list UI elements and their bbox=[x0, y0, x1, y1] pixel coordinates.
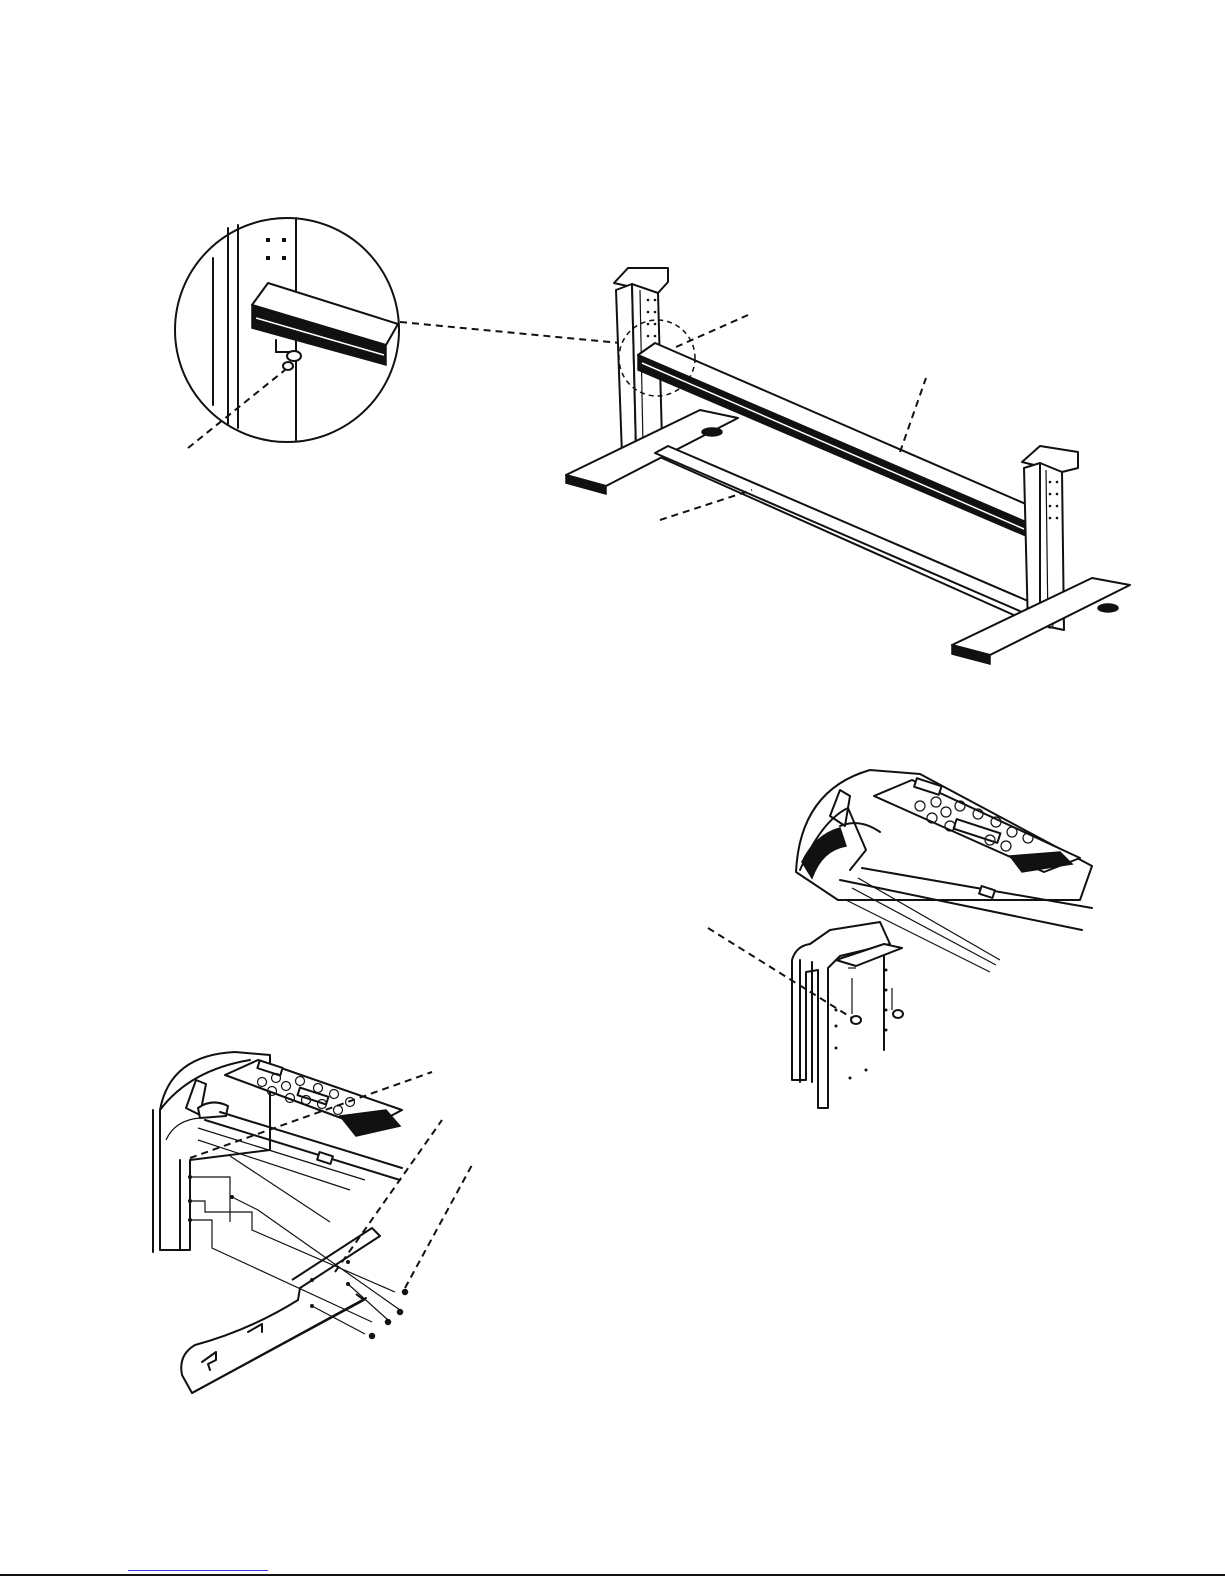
bracket-leader-line-2 bbox=[335, 1120, 442, 1272]
bracket-leader-line-3 bbox=[405, 1165, 472, 1288]
lower-crossbar bbox=[655, 446, 1035, 620]
bolt-leader-line bbox=[676, 315, 748, 347]
detail-crossbar bbox=[252, 283, 398, 365]
detail-callout-line bbox=[400, 322, 620, 343]
lower-crossbar-leader bbox=[660, 490, 752, 520]
footer-rule bbox=[0, 1574, 1225, 1576]
stand-upright-top bbox=[792, 922, 902, 1108]
side-bracket bbox=[181, 1228, 380, 1393]
upper-crossbar-leader bbox=[900, 378, 926, 452]
plotter-on-stand bbox=[708, 770, 1092, 1108]
bracket-mounting bbox=[153, 1052, 472, 1393]
detail-bolt-leader bbox=[188, 370, 285, 448]
stand-top-screws bbox=[848, 968, 903, 1024]
detail-bolt bbox=[276, 340, 301, 370]
stand-assembly bbox=[566, 268, 1130, 664]
crossbar-bolt-detail bbox=[175, 218, 399, 448]
footer-link-underline[interactable] bbox=[128, 1570, 268, 1571]
stand-mounting-holes bbox=[835, 969, 888, 1080]
